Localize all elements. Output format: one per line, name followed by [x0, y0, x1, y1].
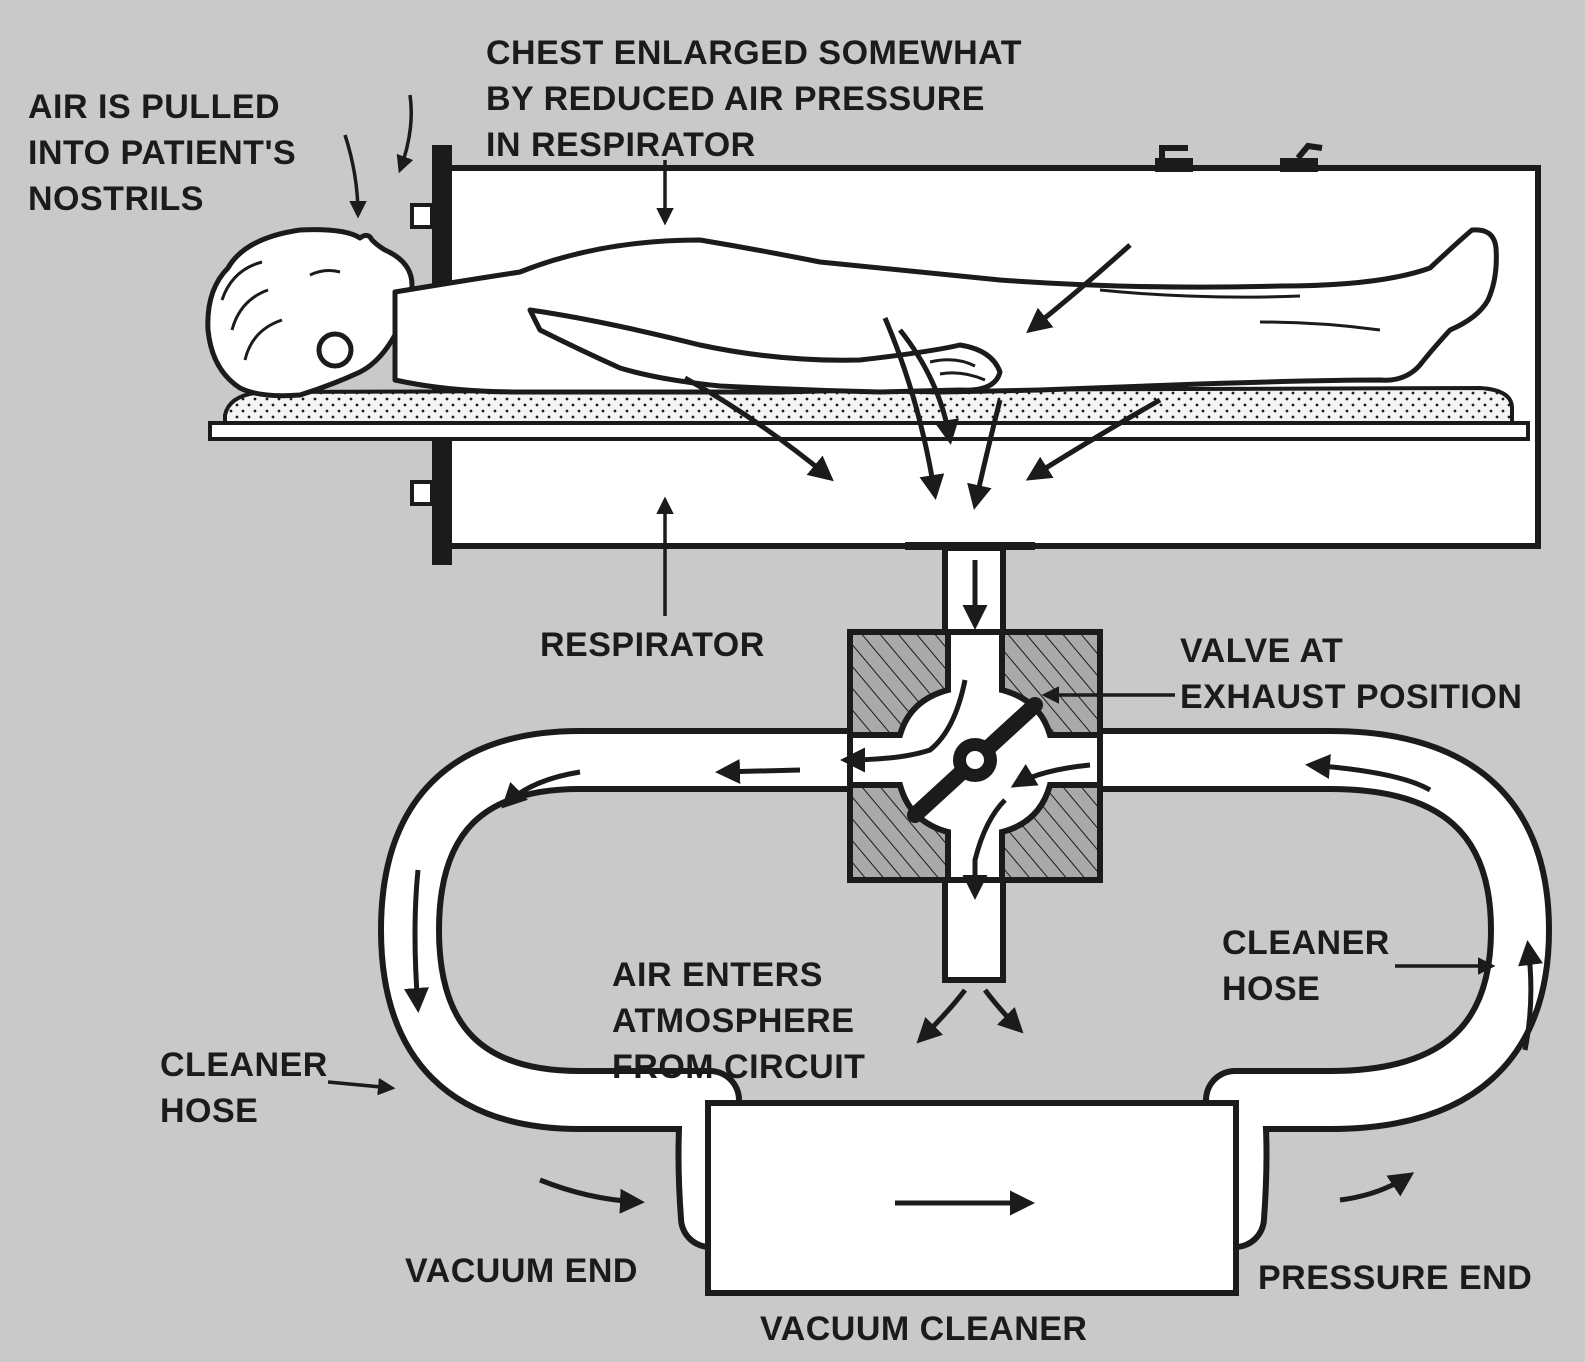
- label-cleaner-hose-right: CLEANER HOSE: [1222, 920, 1390, 1012]
- label-cleaner-hose-left: CLEANER HOSE: [160, 1042, 328, 1134]
- label-valve: VALVE AT EXHAUST POSITION: [1180, 628, 1522, 720]
- label-air-pulled: AIR IS PULLED INTO PATIENT'S NOSTRILS: [28, 84, 296, 222]
- label-air-enters: AIR ENTERS ATMOSPHERE FROM CIRCUIT: [612, 952, 865, 1090]
- vacuum-cleaner-unit: [708, 1103, 1236, 1293]
- stretcher: [210, 388, 1528, 439]
- label-pressure-end: PRESSURE END: [1258, 1255, 1532, 1301]
- label-vacuum-cleaner: VACUUM CLEANER: [760, 1306, 1087, 1352]
- label-chest-enlarged: CHEST ENLARGED SOMEWHAT BY REDUCED AIR P…: [486, 30, 1022, 168]
- label-vacuum-end: VACUUM END: [405, 1248, 638, 1294]
- label-respirator: RESPIRATOR: [540, 622, 765, 668]
